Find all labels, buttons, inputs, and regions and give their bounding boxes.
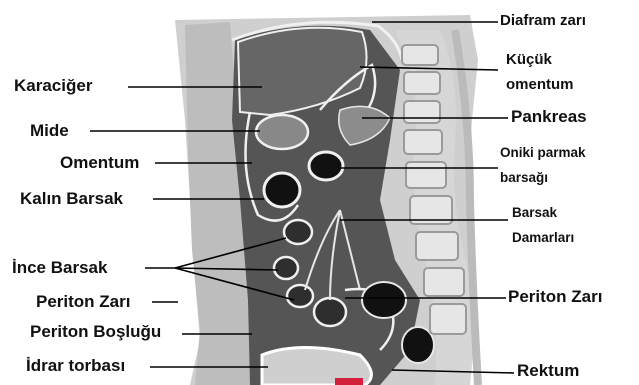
label-pankreas: Pankreas bbox=[511, 108, 587, 126]
stomach bbox=[256, 115, 308, 149]
bladder-red-accent bbox=[335, 378, 363, 385]
label-diafram: Diafram zarı bbox=[500, 13, 586, 29]
label-kalin-barsak: Kalın Barsak bbox=[20, 190, 123, 208]
small-intestine-2 bbox=[274, 257, 298, 279]
small-intestine-4 bbox=[314, 298, 346, 326]
label-ince-barsak: İnce Barsak bbox=[12, 259, 107, 277]
label-mide: Mide bbox=[30, 122, 69, 140]
label-oniki-1: Oniki parmak bbox=[500, 146, 586, 160]
small-intestine-3 bbox=[287, 285, 313, 307]
label-kucuk-omentum-2: omentum bbox=[506, 77, 574, 93]
rectum-loop-1 bbox=[362, 282, 406, 318]
duodenum bbox=[309, 152, 343, 180]
label-periton-boslugu: Periton Boşluğu bbox=[30, 323, 161, 341]
label-omentum: Omentum bbox=[60, 154, 139, 172]
label-oniki-2: barsağı bbox=[500, 171, 548, 185]
label-periton-zari-left: Periton Zarı bbox=[36, 293, 130, 311]
label-karaciger: Karaciğer bbox=[14, 77, 92, 95]
colon bbox=[264, 173, 300, 207]
small-intestine-1 bbox=[284, 220, 312, 244]
label-kucuk-omentum-1: Küçük bbox=[506, 52, 552, 68]
label-barsak-damarlari-2: Damarları bbox=[512, 231, 574, 245]
label-periton-zari-right: Periton Zarı bbox=[508, 288, 602, 306]
label-barsak-damarlari-1: Barsak bbox=[512, 206, 557, 220]
rectum-loop-2 bbox=[402, 327, 434, 363]
label-rektum: Rektum bbox=[517, 362, 579, 380]
label-idrar-torbasi: İdrar torbası bbox=[26, 357, 125, 375]
